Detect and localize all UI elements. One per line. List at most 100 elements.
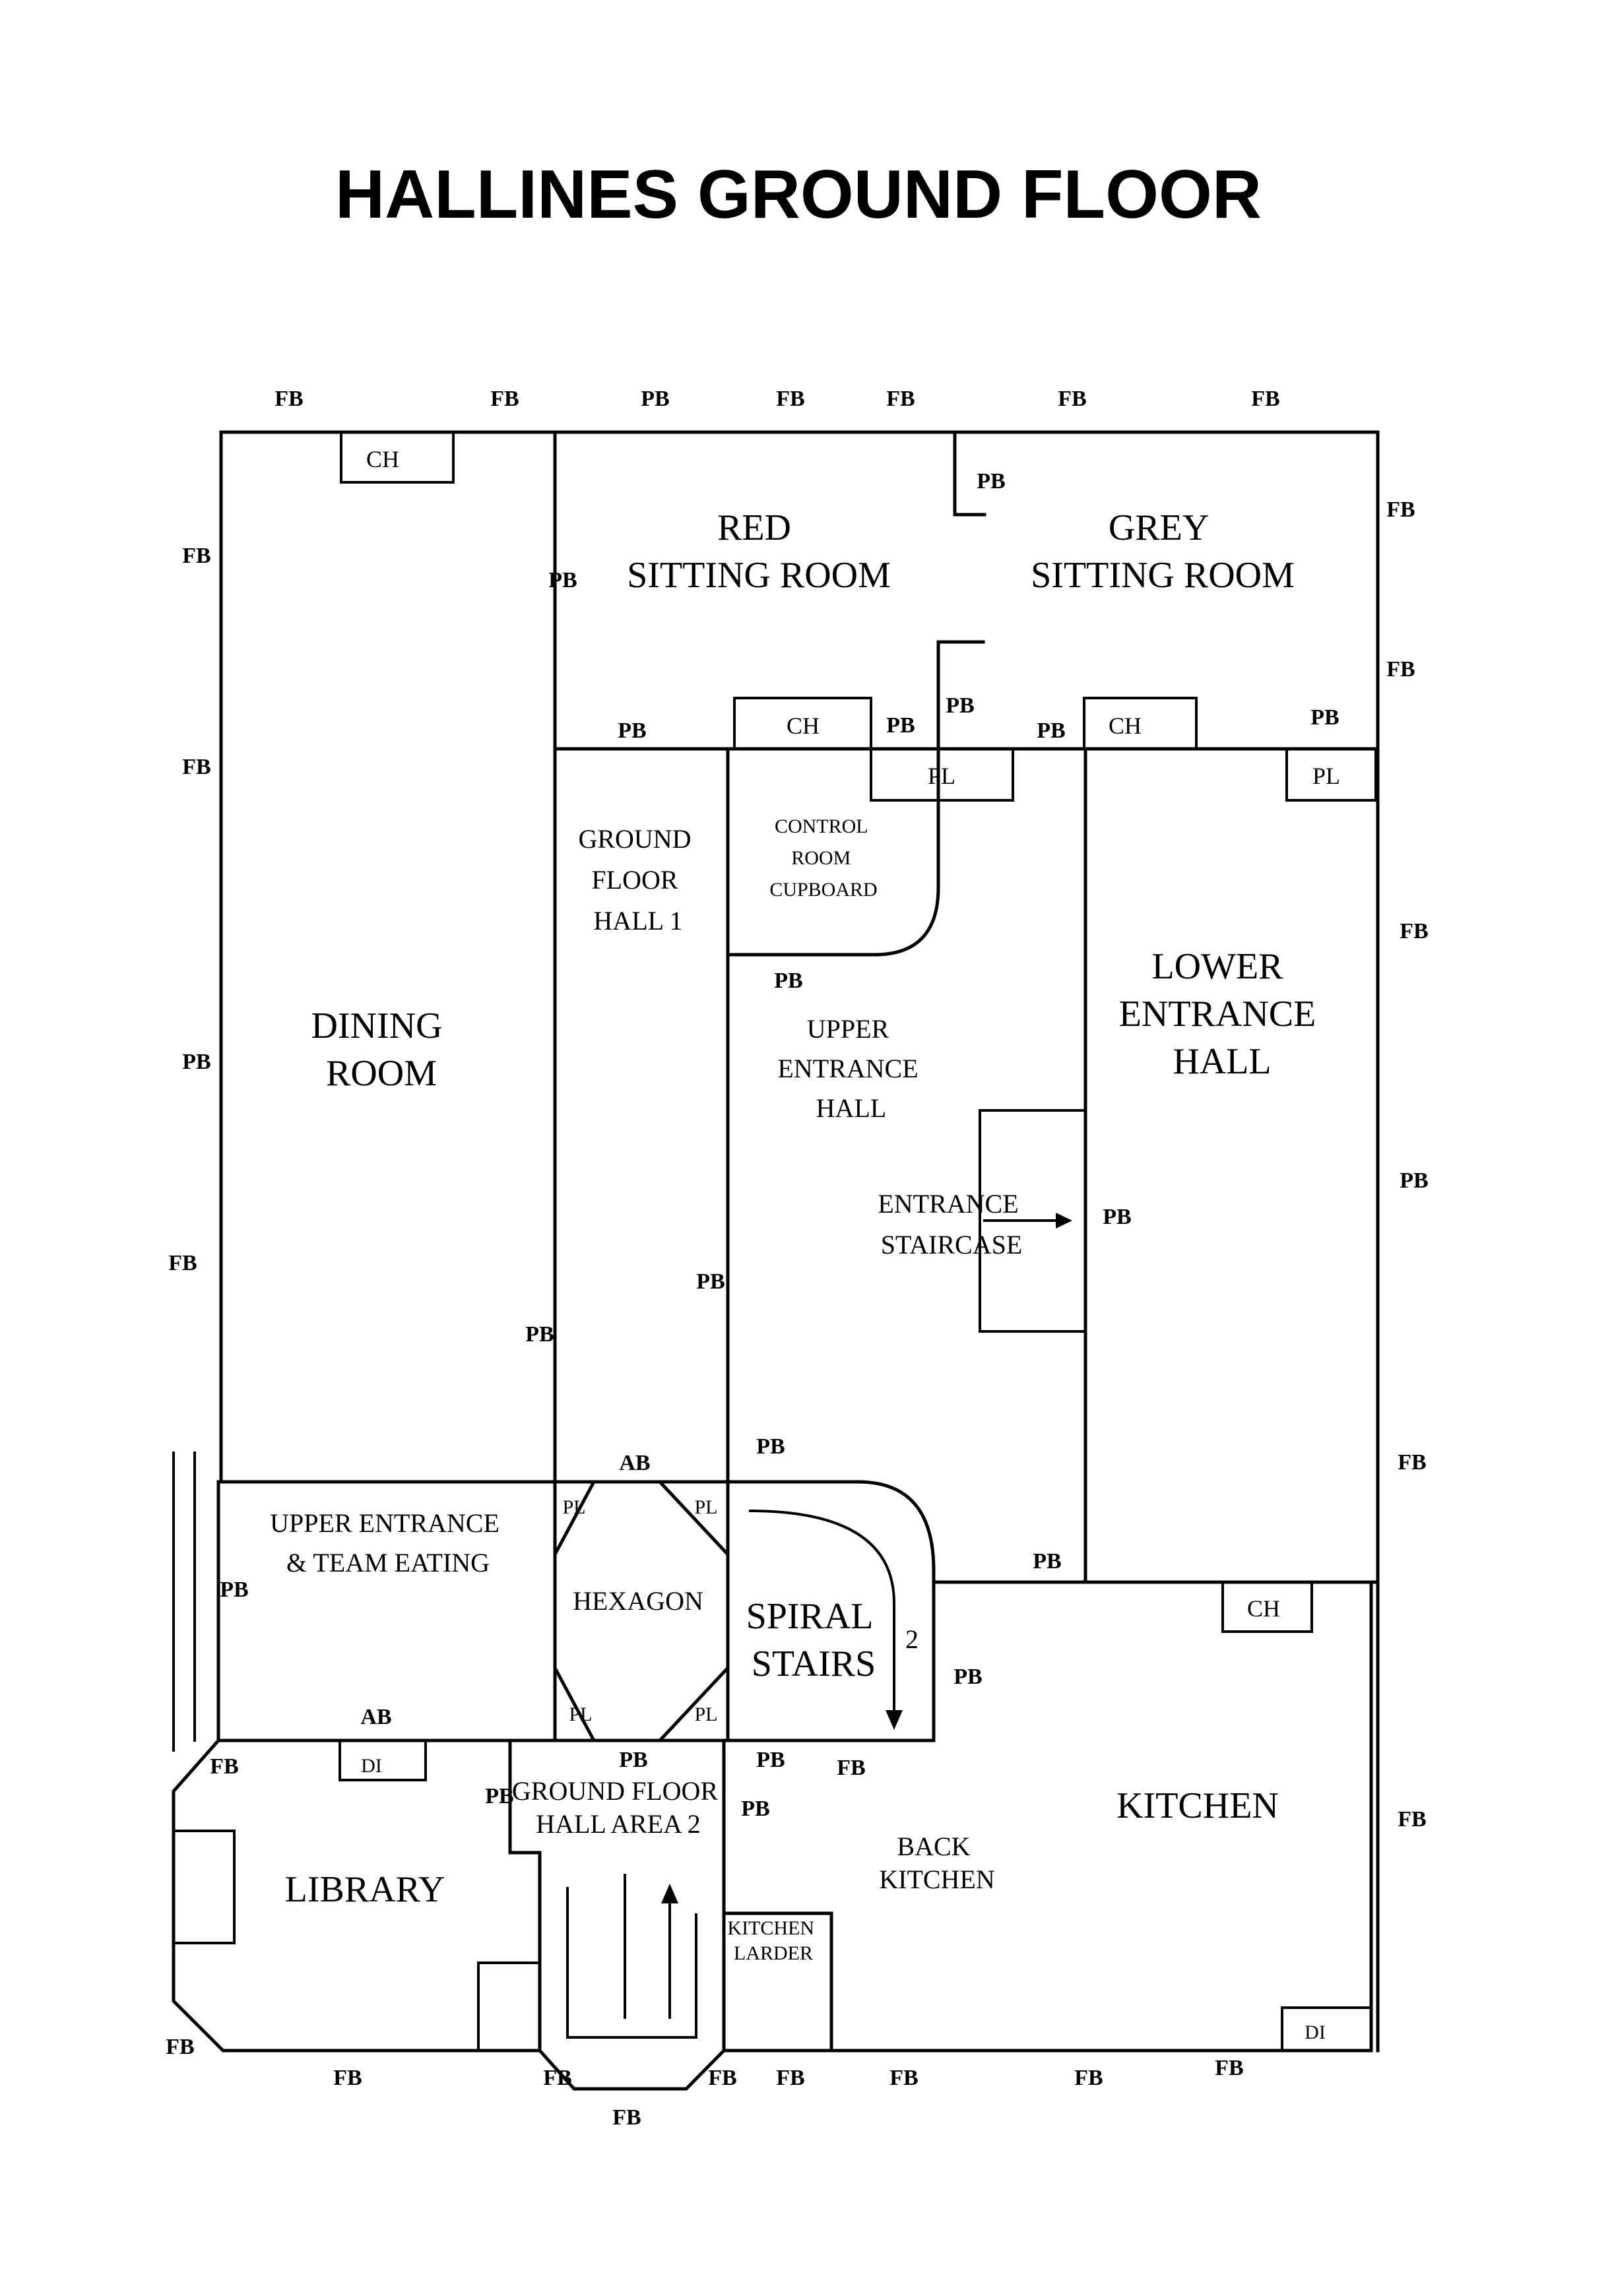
room-hall2-line-2: HALL AREA 2 (536, 1809, 701, 1839)
marker-pb: PB (741, 1797, 769, 1821)
entrance-staircase-block (979, 1109, 1087, 1333)
di-kitchen (1281, 2006, 1372, 2052)
room-larder-line-2: LARDER (734, 1942, 813, 1964)
marker-fb: FB (889, 2066, 918, 2090)
room-hall1-line-3: HALL 1 (593, 906, 682, 936)
room-dining: DINING ROOM (311, 1005, 451, 1094)
di-kitchen-label: DI (1305, 2022, 1326, 2043)
room-hall1-line-1: GROUND (578, 824, 691, 854)
room-ground-floor-hall-1: GROUND FLOOR HALL 1 (578, 824, 697, 936)
room-lower-hall-line-1: LOWER (1151, 946, 1283, 987)
chimney-kitchen-label: CH (1247, 1595, 1280, 1622)
marker-pb: PB (525, 1322, 554, 1347)
marker-fb: FB (168, 1251, 197, 1275)
room-dining-line-1: DINING (311, 1005, 442, 1046)
spiral-arrow-head (886, 1710, 903, 1730)
hexagon-pl-ne: PL (694, 1496, 717, 1518)
room-back-kitchen: BACK KITCHEN (879, 1832, 995, 1894)
marker-fb: FB (612, 2105, 641, 2130)
panel-lower-hall (1285, 748, 1377, 802)
marker-pb: PB (886, 713, 915, 738)
room-red-sitting-line-2: SITTING ROOM (627, 555, 891, 596)
room-grey-sitting-line-1: GREY (1109, 507, 1209, 548)
marker-pb: PB (1037, 718, 1065, 743)
features: CH CH CH PL PL CH DI DI PL PL PL PL (172, 431, 1377, 2052)
room-hall2-line-1: GROUND FLOOR (512, 1776, 719, 1806)
room-hall1-line-2: FLOOR (591, 865, 678, 895)
hall2-cabinet (477, 1961, 541, 2052)
chimney-grey-label: CH (1109, 713, 1142, 739)
di-library-label: DI (361, 1755, 382, 1777)
room-control-line-1: CONTROL (775, 815, 868, 837)
spiral-arrow-line (748, 1510, 895, 1712)
marker-fb: FB (1215, 2056, 1243, 2080)
marker-pb: PB (1103, 1205, 1131, 1229)
marker-pb: PB (641, 387, 669, 411)
marker-ab: AB (619, 1451, 650, 1475)
marker-fb: FB (1398, 1807, 1426, 1832)
room-team-eating-line-1: UPPER ENTRANCE (270, 1508, 500, 1538)
room-grey-sitting-line-2: SITTING ROOM (1031, 555, 1295, 596)
marker-pb: PB (485, 1784, 513, 1808)
room-back-kitchen-line-1: BACK (897, 1832, 970, 1861)
room-staircase-line-2: STAIRCASE (881, 1230, 1023, 1260)
room-hall-area-2: GROUND FLOOR HALL AREA 2 (512, 1776, 725, 1839)
marker-fb: FB (166, 2035, 194, 2059)
marker-fb: FB (776, 2066, 804, 2090)
hexagon-pl-nw: PL (562, 1496, 585, 1518)
room-spiral-line-2: STAIRS (752, 1643, 876, 1684)
room-kitchen-larder: KITCHEN LARDER (727, 1917, 819, 1964)
wall-larder (722, 1911, 833, 2053)
walls (172, 430, 1380, 2091)
room-upper-hall-line-3: HALL (816, 1093, 887, 1123)
marker-fb: FB (1386, 497, 1415, 522)
outer-wall-top (219, 430, 1380, 751)
marker-fb: FB (886, 387, 915, 411)
room-hexagon: HEXAGON (573, 1586, 703, 1616)
marker-pb: PB (548, 568, 577, 592)
marker-ab: AB (360, 1705, 391, 1729)
chimney-red-label: CH (787, 713, 820, 739)
marker-fb: FB (1074, 2066, 1103, 2090)
room-team-eating-line-2: & TEAM EATING (286, 1548, 490, 1578)
wall-hall2 (508, 1738, 542, 2053)
room-labels: RED SITTING ROOM GREY SITTING ROOM GROUN… (270, 507, 1316, 1964)
marker-fb: FB (837, 1756, 865, 1780)
panel-control (870, 748, 1014, 802)
room-spiral-stairs: SPIRAL STAIRS (746, 1596, 882, 1684)
spiral-step-number: 2 (905, 1624, 919, 1654)
room-control-line-3: CUPBOARD (769, 879, 877, 901)
marker-fb: FB (776, 387, 804, 411)
room-lower-hall-line-2: ENTRANCE (1119, 994, 1316, 1035)
marker-pb: PB (1400, 1168, 1428, 1193)
room-dining-line-2: ROOM (326, 1053, 437, 1094)
room-larder-line-1: KITCHEN (727, 1917, 814, 1939)
marker-fb: FB (543, 2066, 571, 2090)
chimney-grey (1083, 697, 1198, 750)
room-upper-entrance-hall: UPPER ENTRANCE HALL (777, 1014, 924, 1123)
marker-fb: FB (182, 755, 210, 779)
marker-fb: FB (274, 387, 303, 411)
marker-pb: PB (1310, 705, 1339, 730)
room-staircase-line-1: ENTRANCE (878, 1189, 1018, 1219)
hexagon-pl-sw: PL (569, 1704, 592, 1725)
room-upper-hall-line-1: UPPER (807, 1014, 889, 1044)
marker-pb: PB (1033, 1549, 1061, 1574)
room-spiral-line-1: SPIRAL (746, 1596, 872, 1637)
marker-pb: PB (619, 1748, 647, 1772)
arrows: 2 (566, 1213, 1072, 2039)
library-cabinet (172, 1830, 236, 1944)
room-library: LIBRARY (285, 1869, 445, 1910)
marker-pb: PB (774, 969, 802, 993)
chimney-red (733, 697, 872, 750)
di-library (339, 1739, 427, 1781)
room-control-cupboard: CONTROL ROOM CUPBOARD (769, 815, 877, 901)
plan-title: HALLINES GROUND FLOOR (335, 156, 1262, 233)
marker-pb: PB (220, 1578, 248, 1602)
room-team-eating: UPPER ENTRANCE & TEAM EATING (270, 1508, 506, 1578)
room-red-sitting: RED SITTING ROOM (627, 507, 891, 596)
wall-red-grey-bottom (936, 640, 985, 751)
marker-fb: FB (708, 2066, 736, 2090)
wall-red-grey-top (953, 430, 986, 517)
